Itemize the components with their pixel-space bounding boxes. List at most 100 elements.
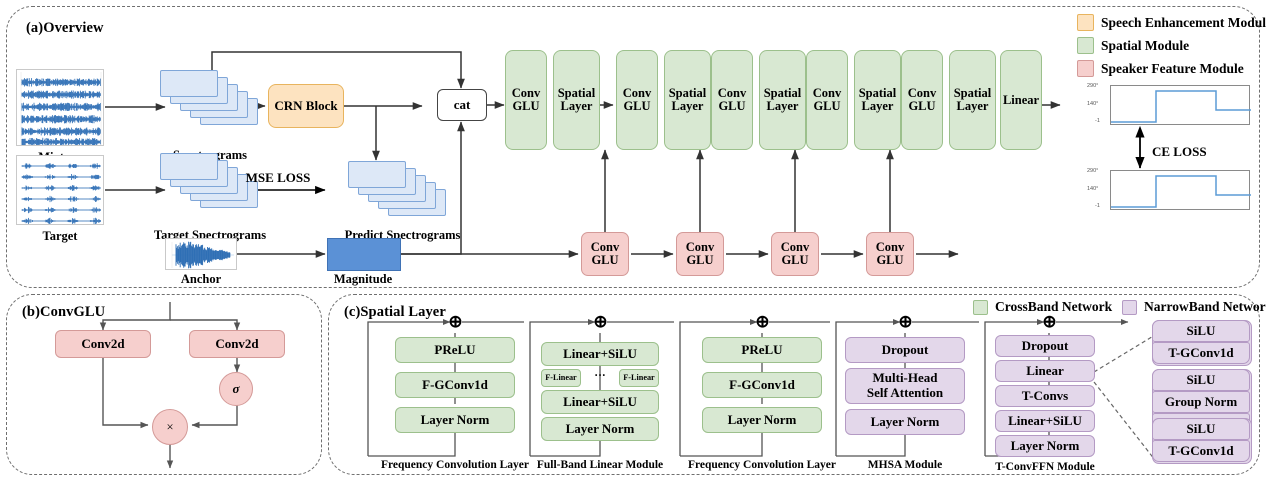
convglu-label-line1: Conv xyxy=(812,86,842,101)
detail-group-norm[interactable]: Group Norm xyxy=(1152,391,1250,413)
tconvffn-linear-silu[interactable]: Linear+SiLU xyxy=(995,410,1095,432)
spatial-convglu-4[interactable]: Conv GLU xyxy=(806,50,848,150)
mhsa-layernorm[interactable]: Layer Norm xyxy=(845,409,965,435)
predict-spectrograms-stack xyxy=(348,160,448,232)
fcl2-caption: Frequency Convolution Layer xyxy=(687,459,836,471)
fblm-linear-silu-bottom[interactable]: Linear+SiLU xyxy=(541,390,659,414)
panel-overview-title: (a)Overview xyxy=(26,20,104,36)
convglu-label-line2: GLU xyxy=(813,99,841,113)
spatial-convglu-1[interactable]: Conv GLU xyxy=(505,50,547,150)
caption-anchor: Anchor xyxy=(180,272,222,286)
fcl1-fgconv1d[interactable]: F-GConv1d xyxy=(395,372,515,398)
legend-spatial-module: Spatial Module xyxy=(1077,37,1189,54)
fblm-ellipsis: ··· xyxy=(594,370,606,382)
residual-add-2: ⊕ xyxy=(593,312,608,331)
legend-swatch-green xyxy=(1077,37,1094,54)
panel-overview xyxy=(6,6,1260,288)
legend-speaker-feature: Speaker Feature Module xyxy=(1077,60,1244,77)
legend-label-speaker-feature: Speaker Feature Module xyxy=(1101,60,1244,76)
speaker-convglu-1[interactable]: Conv GLU xyxy=(581,232,629,276)
tconvffn-tconvs[interactable]: T-Convs xyxy=(995,385,1095,407)
tconvffn-dropout[interactable]: Dropout xyxy=(995,335,1095,357)
speaker-convglu-2[interactable]: Conv GLU xyxy=(676,232,724,276)
tconvffn-layernorm[interactable]: Layer Norm xyxy=(995,435,1095,457)
predicted-doa-ytick-0: 290° xyxy=(1087,83,1099,89)
detail-tgconv1d-1[interactable]: T-GConv1d xyxy=(1152,342,1250,364)
fblm-layernorm[interactable]: Layer Norm xyxy=(541,417,659,441)
convglu-label-line1: Conv xyxy=(780,240,810,255)
spatial-label-line2: Layer xyxy=(956,99,989,113)
convglu-conv2d-left[interactable]: Conv2d xyxy=(55,330,151,358)
target-waveform-svg xyxy=(21,163,101,224)
fcl1-prelu[interactable]: PReLU xyxy=(395,337,515,363)
anchor-waveform-svg xyxy=(171,241,234,269)
fcl2-layernorm[interactable]: Layer Norm xyxy=(702,407,822,433)
spatial-layer-1[interactable]: Spatial Layer xyxy=(553,50,600,150)
fcl2-fgconv1d[interactable]: F-GConv1d xyxy=(702,372,822,398)
mse-loss-label: MSE LOSS xyxy=(245,170,311,185)
spatial-layer-5[interactable]: Spatial Layer xyxy=(949,50,996,150)
convglu-label-line2: GLU xyxy=(591,253,619,267)
mhsa-caption: MHSA Module xyxy=(867,459,943,471)
fblm-f-linear-right[interactable]: F-Linear xyxy=(619,369,659,387)
spectrograms-stack xyxy=(160,69,260,141)
convglu-label-line2: GLU xyxy=(718,99,746,113)
spatial-label-line1: Spatial xyxy=(557,86,596,101)
predicted-doa-ytick-1: 140° xyxy=(1087,101,1099,107)
spatial-layer-4[interactable]: Spatial Layer xyxy=(854,50,901,150)
crn-block[interactable]: CRN Block xyxy=(268,84,344,128)
convglu-label-line1: Conv xyxy=(717,86,747,101)
fblm-linear-silu-top[interactable]: Linear+SiLU xyxy=(541,342,659,366)
convglu-label-line2: GLU xyxy=(512,99,540,113)
spectrogram-card xyxy=(160,70,218,97)
fblm-f-linear-left[interactable]: F-Linear xyxy=(541,369,581,387)
mhsa-multihead-self-attention[interactable]: Multi-Head Self Attention xyxy=(845,368,965,404)
panel-convglu-title: (b)ConvGLU xyxy=(22,304,106,320)
convglu-conv2d-right[interactable]: Conv2d xyxy=(189,330,285,358)
spatial-convglu-5[interactable]: Conv GLU xyxy=(901,50,943,150)
predicted-doa-ytick-2: -1 xyxy=(1095,118,1100,124)
spatial-layer-2[interactable]: Spatial Layer xyxy=(664,50,711,150)
legend-label-speech-enhancement: Speech Enhancement Module xyxy=(1101,14,1266,30)
fcl1-caption: Frequency Convolution Layer xyxy=(380,459,529,471)
caption-target: Target xyxy=(42,229,78,243)
mixture-waveform-svg xyxy=(20,72,102,145)
legend-label-crossband: CrossBand Network xyxy=(995,299,1113,314)
reference-doa-ytick-2: -1 xyxy=(1095,203,1100,209)
panel-spatial-layer-title: (c)Spatial Layer xyxy=(344,304,446,320)
spatial-layer-3[interactable]: Spatial Layer xyxy=(759,50,806,150)
speaker-convglu-4[interactable]: Conv GLU xyxy=(866,232,914,276)
panel-convglu xyxy=(6,294,322,475)
speaker-convglu-3[interactable]: Conv GLU xyxy=(771,232,819,276)
detail-tgconv1d-3[interactable]: T-GConv1d xyxy=(1152,440,1250,462)
reference-doa-plot xyxy=(1110,170,1251,210)
reference-doa-ytick-1: 140° xyxy=(1087,186,1099,192)
spatial-convglu-2[interactable]: Conv GLU xyxy=(616,50,658,150)
detail-silu-1[interactable]: SiLU xyxy=(1152,320,1250,342)
convglu-label-line1: Conv xyxy=(907,86,937,101)
convglu-label-line1: Conv xyxy=(622,86,652,101)
linear-output-block[interactable]: Linear xyxy=(1000,50,1042,150)
spatial-label-line2: Layer xyxy=(861,99,894,113)
ce-loss-label: CE LOSS xyxy=(1152,144,1207,159)
convglu-label-line2: GLU xyxy=(908,99,936,113)
fcl1-layernorm[interactable]: Layer Norm xyxy=(395,407,515,433)
legend-swatch-pink xyxy=(1077,60,1094,77)
detail-silu-3[interactable]: SiLU xyxy=(1152,418,1250,440)
mhsa-dropout[interactable]: Dropout xyxy=(845,337,965,363)
cat-node[interactable]: cat xyxy=(437,89,487,121)
spectrogram-card xyxy=(160,153,218,180)
tconvffn-caption: T-ConvFFN Module xyxy=(995,461,1095,473)
convglu-sigmoid-node: σ xyxy=(219,372,253,406)
legend-swatch-crossband xyxy=(973,299,988,315)
fcl2-prelu[interactable]: PReLU xyxy=(702,337,822,363)
tconvffn-linear[interactable]: Linear xyxy=(995,360,1095,382)
spatial-convglu-3[interactable]: Conv GLU xyxy=(711,50,753,150)
spatial-label-line2: Layer xyxy=(560,99,593,113)
convglu-label-line2: GLU xyxy=(876,253,904,267)
residual-add-1: ⊕ xyxy=(448,312,463,331)
detail-silu-2[interactable]: SiLU xyxy=(1152,369,1250,391)
caption-magnitude: Magnitude xyxy=(333,272,393,286)
anchor-waveform xyxy=(165,238,237,270)
